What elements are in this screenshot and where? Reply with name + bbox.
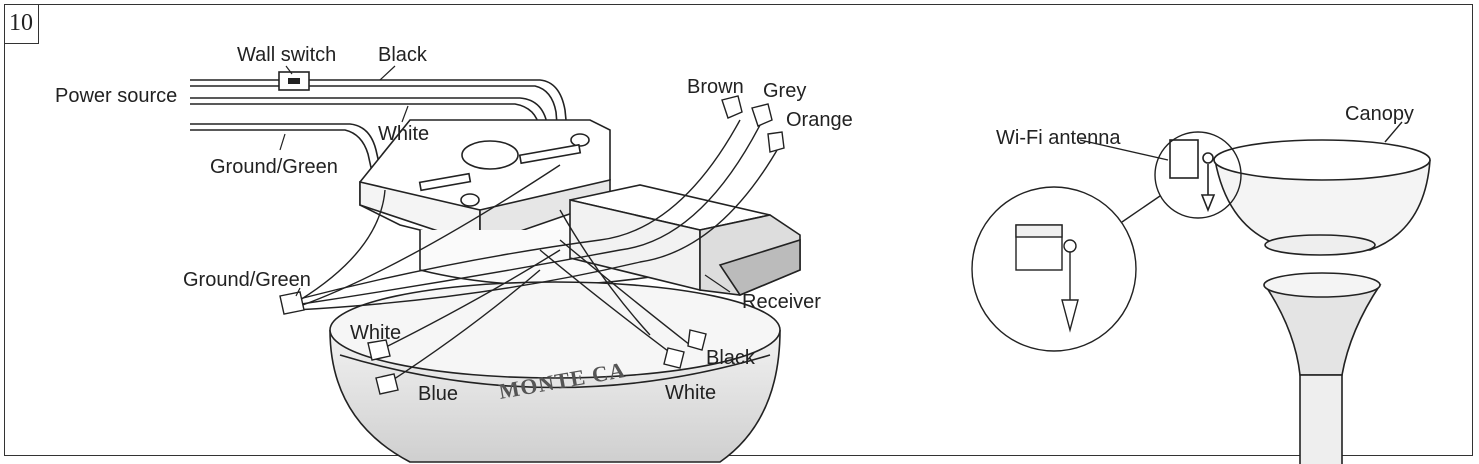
label-blue: Blue <box>418 383 459 405</box>
receiver-box <box>569 184 801 296</box>
label-ground-green-top: Ground/Green <box>210 156 338 178</box>
label-white-bottom: White <box>665 382 717 404</box>
label-black-top: Black <box>378 44 427 66</box>
wire-nuts <box>279 95 785 395</box>
fan-lead-wires <box>294 119 781 386</box>
mounting-bracket <box>359 119 611 247</box>
antenna-zoom-callout <box>971 121 1403 352</box>
label-orange: Orange <box>786 109 853 131</box>
label-power-source: Power source <box>55 85 178 107</box>
label-wifi-antenna: Wi-Fi antenna <box>996 127 1121 149</box>
label-ground-green-mid: Ground/Green <box>183 269 311 291</box>
label-white-top: White <box>378 123 430 145</box>
label-grey: Grey <box>763 80 807 102</box>
step-number: 10 <box>4 4 39 44</box>
label-brown: Brown <box>687 76 744 98</box>
canopy-assembly <box>1169 139 1431 464</box>
label-white-mid: White <box>350 322 402 344</box>
label-wall-switch: Wall switch <box>237 44 337 66</box>
label-receiver: Receiver <box>742 291 821 313</box>
label-black-bottom: Black <box>706 347 755 369</box>
label-canopy: Canopy <box>1345 103 1414 125</box>
